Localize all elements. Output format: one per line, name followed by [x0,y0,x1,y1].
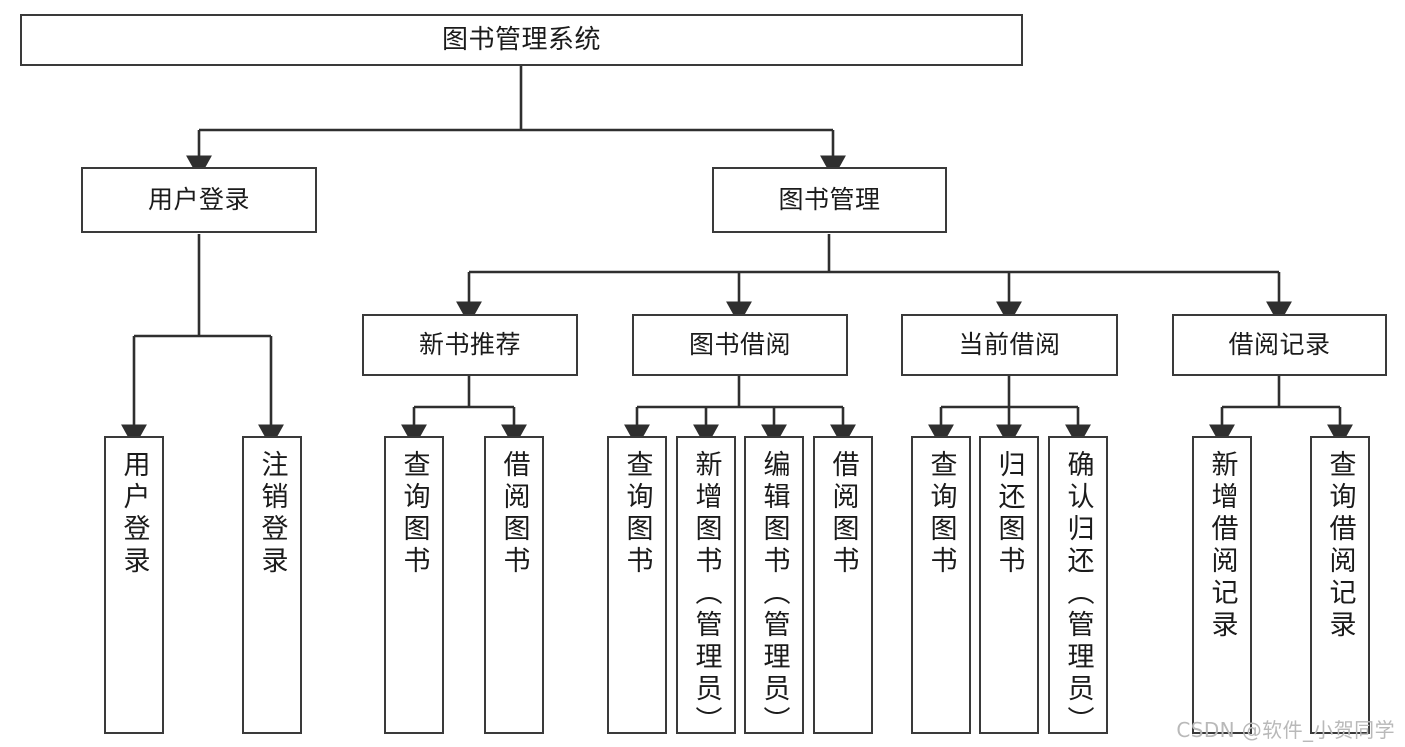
node-borrow-record-label: 借阅记录 [1228,330,1331,360]
node-book-borrow-label: 图书借阅 [688,330,791,360]
node-leaf-add-book[interactable]: 新增图书（管理员） [676,436,736,738]
node-leaf-query-book-3-label: 查询图书 [925,450,957,578]
node-leaf-query-book-2[interactable]: 查询图书 [607,436,667,734]
node-leaf-query-book-3[interactable]: 查询图书 [911,436,971,734]
node-book-manage[interactable]: 图书管理 [712,167,947,233]
node-leaf-add-book-label: 新增图书（管理员） [690,450,722,738]
node-leaf-add-record[interactable]: 新增借阅记录 [1192,436,1252,734]
node-user-login-label: 用户登录 [147,185,250,215]
node-leaf-borrow-book-1[interactable]: 借阅图书 [484,436,544,734]
node-leaf-edit-book-label: 编辑图书（管理员） [758,450,790,738]
node-leaf-confirm-return[interactable]: 确认归还（管理员） [1048,436,1108,738]
node-leaf-user-login[interactable]: 用户登录 [104,436,164,734]
node-leaf-query-book-1-label: 查询图书 [398,450,430,578]
node-current-borrow[interactable]: 当前借阅 [901,314,1118,376]
node-user-login[interactable]: 用户登录 [81,167,317,233]
node-leaf-add-record-label: 新增借阅记录 [1206,450,1238,642]
node-book-manage-label: 图书管理 [778,185,881,215]
node-new-book-recommend-label: 新书推荐 [418,330,521,360]
node-leaf-confirm-return-label: 确认归还（管理员） [1062,450,1094,738]
node-borrow-record[interactable]: 借阅记录 [1172,314,1387,376]
node-leaf-query-book-1[interactable]: 查询图书 [384,436,444,734]
node-leaf-query-book-2-label: 查询图书 [621,450,653,578]
node-root[interactable]: 图书管理系统 [20,14,1023,66]
node-leaf-edit-book[interactable]: 编辑图书（管理员） [744,436,804,738]
node-current-borrow-label: 当前借阅 [958,330,1061,360]
node-leaf-query-record[interactable]: 查询借阅记录 [1310,436,1370,734]
node-leaf-borrow-book-2-label: 借阅图书 [827,450,859,578]
node-book-borrow[interactable]: 图书借阅 [632,314,848,376]
node-leaf-user-login-label: 用户登录 [118,450,150,578]
node-leaf-logout-label: 注销登录 [256,450,288,578]
node-leaf-borrow-book-1-label: 借阅图书 [498,450,530,578]
node-new-book-recommend[interactable]: 新书推荐 [362,314,578,376]
node-leaf-borrow-book-2[interactable]: 借阅图书 [813,436,873,734]
node-root-label: 图书管理系统 [441,24,601,55]
csdn-watermark: CSDN @软件_小贺同学 [1176,718,1395,742]
node-leaf-query-record-label: 查询借阅记录 [1324,450,1356,642]
node-leaf-return-book-label: 归还图书 [993,450,1025,578]
node-leaf-logout[interactable]: 注销登录 [242,436,302,734]
node-leaf-return-book[interactable]: 归还图书 [979,436,1039,734]
